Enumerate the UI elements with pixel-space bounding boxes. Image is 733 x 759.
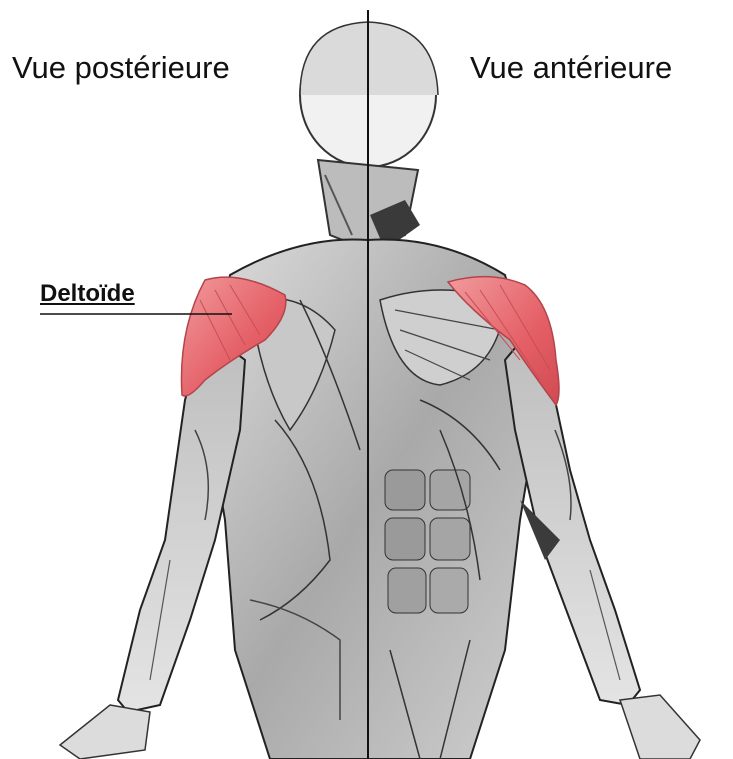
- left-arm: [60, 330, 245, 759]
- right-arm: [505, 330, 700, 759]
- anterior-view-title: Vue antérieure: [470, 50, 672, 86]
- deltoid-label: Deltoïde: [40, 280, 135, 308]
- posterior-view-title: Vue postérieure: [12, 50, 230, 86]
